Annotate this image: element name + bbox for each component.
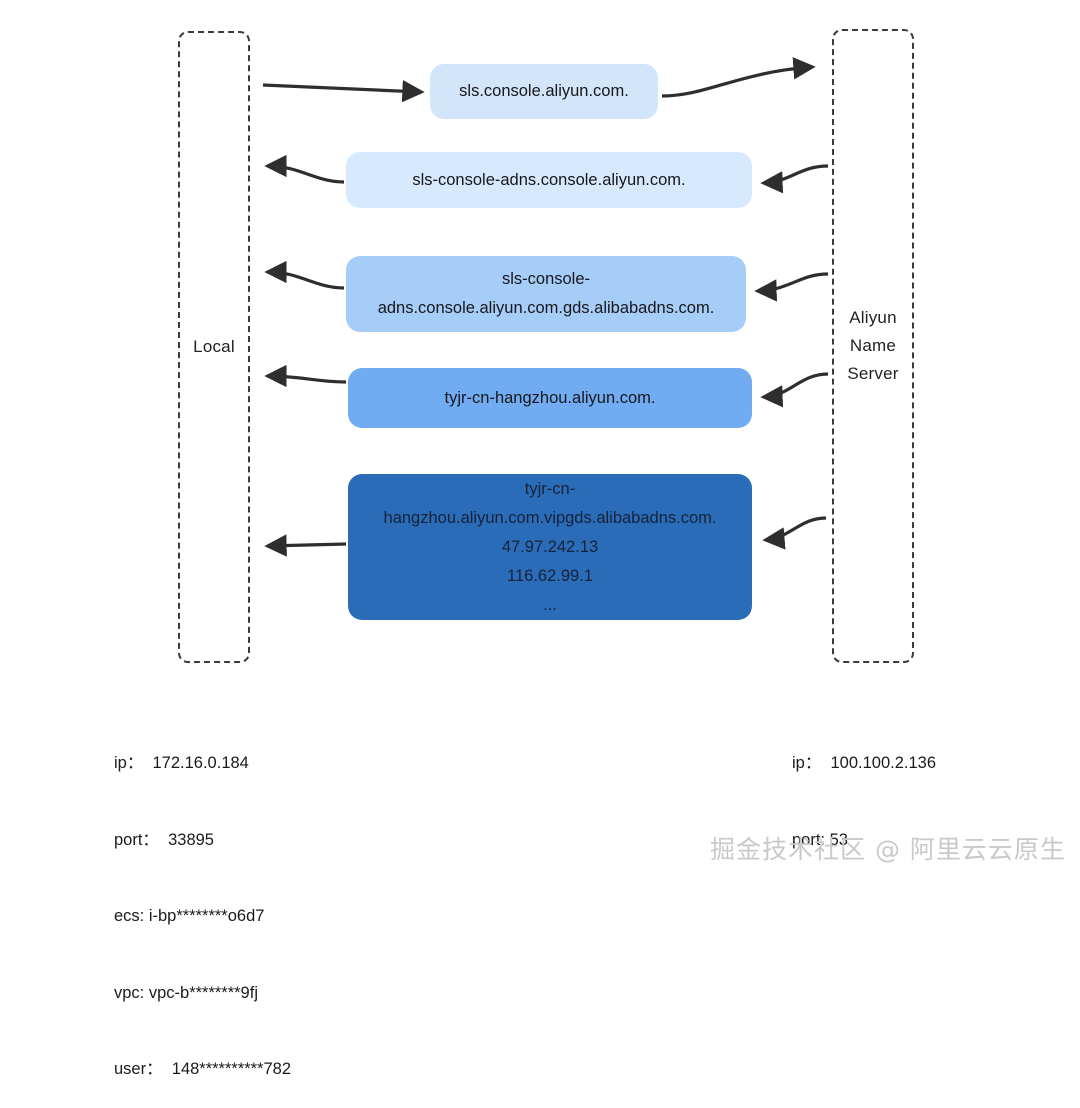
arrow-cname3-to-local bbox=[264, 364, 347, 388]
message-line-ip-address: 47.97.242.13 bbox=[501, 537, 599, 556]
message-box-answer-vipgds-addresses: tyjr-cn- hangzhou.aliyun.com.vipgds.alib… bbox=[348, 474, 752, 620]
message-box-cname-tyjr-hangzhou: tyjr-cn-hangzhou.aliyun.com. bbox=[348, 368, 752, 428]
message-text: sls-console- adns.console.aliyun.com.gds… bbox=[378, 265, 715, 323]
server-info-ip: ip： 100.100.2.136 bbox=[792, 754, 937, 772]
local-info-port: port： 33895 bbox=[114, 830, 214, 849]
arrow-cname1-to-local bbox=[264, 154, 345, 184]
arrow-server-to-cname2 bbox=[754, 272, 829, 302]
message-line: sls-console-adns.console.aliyun.com. bbox=[412, 170, 686, 189]
message-line: tyjr-cn- bbox=[524, 479, 576, 498]
arrow-local-to-query bbox=[262, 79, 425, 103]
arrow-server-to-answer bbox=[762, 516, 827, 550]
local-info-user: user： 148**********782 bbox=[114, 1060, 292, 1078]
message-text: sls-console-adns.console.aliyun.com. bbox=[412, 166, 685, 195]
message-box-cname-gds-alibabadns: sls-console- adns.console.aliyun.com.gds… bbox=[346, 256, 746, 332]
message-text: tyjr-cn-hangzhou.aliyun.com. bbox=[445, 384, 656, 413]
message-line: hangzhou.aliyun.com.vipgds.alibabadns.co… bbox=[383, 508, 717, 527]
message-line: sls.console.aliyun.com. bbox=[459, 82, 629, 100]
local-info-ecs: ecs: i-bp********o6d7 bbox=[114, 907, 265, 925]
message-box-cname-sls-console-adns: sls-console-adns.console.aliyun.com. bbox=[346, 152, 752, 208]
message-box-query-sls-console: sls.console.aliyun.com. bbox=[430, 64, 658, 119]
server-info-block: ip： 100.100.2.136 port: 53 bbox=[792, 700, 936, 879]
message-line: adns.console.aliyun.com.gds.alibabadns.c… bbox=[377, 299, 715, 317]
connector-layer bbox=[262, 57, 829, 557]
endpoint-local: Local bbox=[178, 31, 250, 663]
endpoint-local-label: Local bbox=[193, 337, 235, 356]
endpoint-aliyun-name-server-label: Aliyun Name Server bbox=[847, 308, 899, 383]
arrow-cname2-to-local bbox=[264, 260, 345, 290]
arrow-answer-to-local bbox=[264, 534, 347, 557]
message-line-ip-address: 116.62.99.1 bbox=[507, 566, 593, 585]
arrow-server-to-cname3 bbox=[760, 372, 829, 408]
message-text: tyjr-cn- hangzhou.aliyun.com.vipgds.alib… bbox=[384, 475, 717, 620]
local-info-block: ip： 172.16.0.184 port： 33895 ecs: i-bp**… bbox=[114, 700, 291, 1108]
message-line: tyjr-cn-hangzhou.aliyun.com. bbox=[444, 388, 656, 407]
message-line-ellipsis: ... bbox=[543, 595, 557, 614]
watermark-text: 掘金技术社区 @ 阿里云云原生 bbox=[710, 835, 1066, 864]
endpoint-aliyun-name-server: Aliyun Name Server bbox=[832, 29, 914, 663]
message-line: sls-console- bbox=[501, 270, 591, 288]
arrow-query-to-server bbox=[661, 57, 816, 98]
message-text: sls.console.aliyun.com. bbox=[459, 77, 629, 106]
local-info-ip: ip： 172.16.0.184 bbox=[114, 754, 249, 772]
arrow-server-to-cname1 bbox=[760, 164, 829, 194]
local-info-vpc: vpc: vpc-b********9fj bbox=[114, 983, 258, 1002]
server-info-port: port: 53 bbox=[792, 830, 848, 849]
